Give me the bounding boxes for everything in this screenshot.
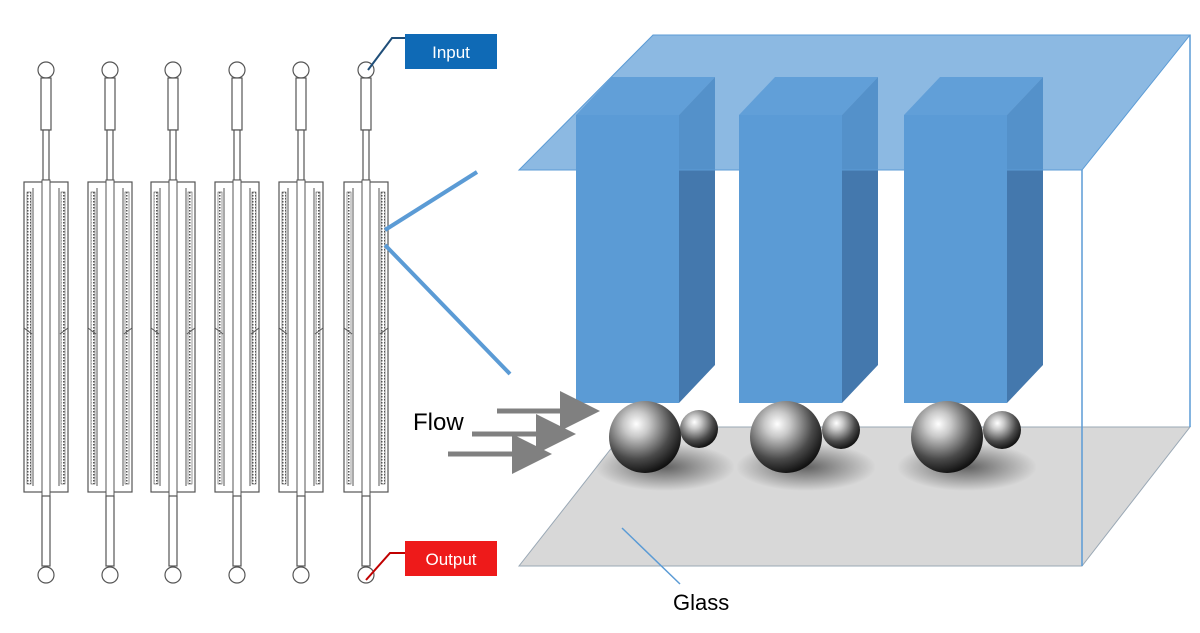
glass-leader-line (621, 527, 681, 585)
microfluidic-channel (23, 61, 69, 584)
large-particle (609, 401, 681, 473)
output-leader-line (365, 552, 405, 581)
microfluidic-channel (150, 61, 196, 584)
input-badge (405, 34, 497, 69)
flow-label: Flow (413, 409, 464, 436)
input-leader-line (367, 37, 405, 71)
particle-pair (897, 401, 1037, 491)
microfluidic-channel-array (23, 61, 389, 584)
flow-arrows (448, 391, 600, 474)
output-badge (405, 541, 497, 576)
zoom-line-top (383, 170, 479, 232)
output-label: Output (425, 550, 476, 569)
large-particle (750, 401, 822, 473)
input-label: Input (432, 43, 470, 62)
particle-pair (595, 401, 735, 491)
zoom-line-bottom (383, 243, 512, 376)
output-callout: Output (365, 541, 497, 581)
microfluidic-channel (278, 61, 324, 584)
microfluidic-channel (214, 61, 260, 584)
microfluidic-channel (87, 61, 133, 584)
particle-pair (736, 401, 876, 491)
particle-array (595, 401, 1037, 491)
large-particle (911, 401, 983, 473)
glass-label: Glass (673, 590, 729, 615)
small-particle (983, 411, 1021, 449)
small-particle (680, 410, 718, 448)
chamber-outline (1081, 35, 1191, 566)
top-plate (517, 34, 1192, 171)
microfluidic-channel (343, 61, 389, 584)
input-callout: Input (367, 34, 497, 71)
small-particle (822, 411, 860, 449)
